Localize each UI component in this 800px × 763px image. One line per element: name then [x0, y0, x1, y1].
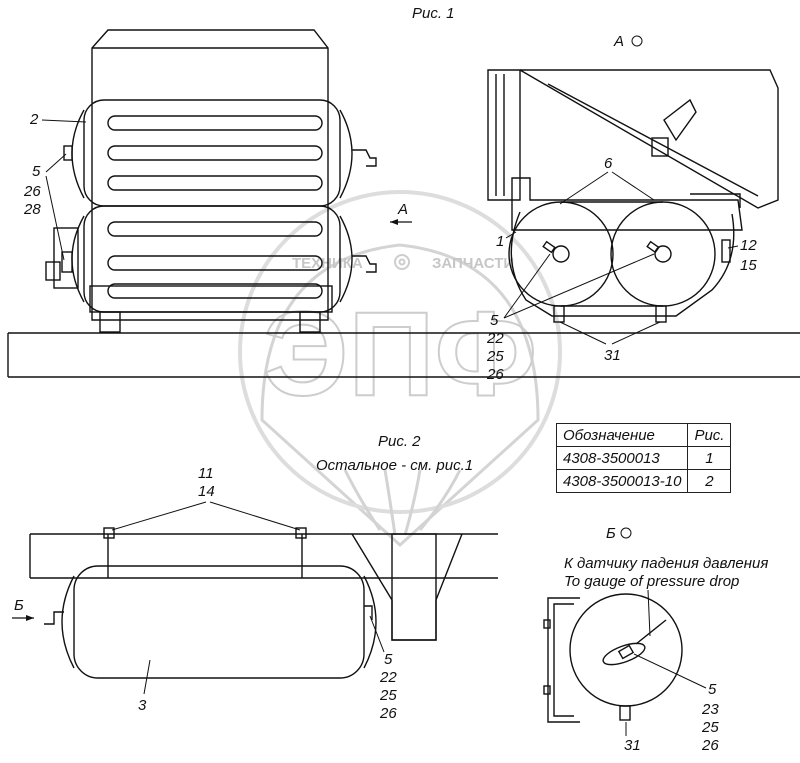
- figure1-caption: Рис. 1: [412, 5, 455, 22]
- callout-5-viewb: 5: [708, 681, 717, 698]
- callout-3: 3: [138, 697, 147, 714]
- view-b-title: Б: [606, 525, 632, 542]
- view-b-callouts: 5 23 25 26 31: [624, 589, 719, 754]
- callout-5: 5: [32, 163, 41, 180]
- callout-26b: 26: [486, 366, 504, 383]
- callout-22: 22: [486, 330, 504, 347]
- callout-6: 6: [604, 155, 613, 172]
- table-header-designation: Обозначение: [555, 423, 689, 447]
- callout-25-viewb: 25: [701, 719, 719, 736]
- callout-26-viewb: 26: [701, 737, 719, 754]
- view-a-arrow: А: [390, 201, 412, 225]
- table-cell-designation: 4308-3500013-10: [555, 469, 689, 493]
- figure2-callouts: 11 14 3 5 22 25 26: [111, 465, 397, 722]
- callout-31-viewb: 31: [624, 737, 641, 754]
- callout-2: 2: [29, 111, 39, 128]
- table-header-row: Обозначение Рис.: [555, 423, 732, 447]
- view-a-circle-icon: [631, 35, 643, 47]
- callout-23-viewb: 23: [701, 701, 719, 718]
- figure1-left-callouts: 2 5 26 28: [23, 111, 87, 261]
- callout-5b: 5: [490, 312, 499, 329]
- view-a-label: А: [613, 33, 624, 50]
- callout-22-fig2: 22: [379, 669, 397, 686]
- view-b-label: Б: [606, 525, 616, 542]
- figure1-right-callouts: 6 1 12 15 5 22 25 26 31: [486, 155, 757, 383]
- callout-5-fig2: 5: [384, 651, 393, 668]
- watermark-right-text: ЗАПЧАСТИ: [432, 255, 514, 272]
- watermark-gear-icon: [394, 254, 410, 270]
- callout-11: 11: [198, 465, 214, 482]
- table-cell-figure: 1: [687, 446, 732, 470]
- callout-28: 28: [23, 201, 41, 218]
- figure1-front-view: [7, 29, 800, 378]
- watermark-wheat-icon: [343, 469, 462, 536]
- designation-table: Обозначение Рис. 4308-3500013 1 4308-350…: [555, 423, 732, 493]
- table-row: 4308-3500013 1: [555, 446, 732, 470]
- callout-15: 15: [740, 257, 757, 274]
- view-b-note-en: To gauge of pressure drop: [564, 573, 739, 590]
- table-cell-figure: 2: [687, 469, 732, 493]
- view-a-title: А: [613, 33, 643, 50]
- view-b-circle-icon: [620, 527, 632, 539]
- arrow-b-label: Б: [14, 597, 24, 614]
- callout-12: 12: [740, 237, 757, 254]
- table-cell-designation: 4308-3500013: [555, 446, 689, 470]
- figure2-view: [29, 527, 498, 679]
- callout-31: 31: [604, 347, 621, 364]
- table-row: 4308-3500013-10 2: [555, 469, 732, 493]
- arrow-a-label: А: [397, 201, 408, 218]
- view-b-drawing: [543, 593, 683, 723]
- figure2-note: Остальное - см. рис.1: [316, 457, 473, 474]
- callout-14: 14: [198, 483, 215, 500]
- table-header-figure: Рис.: [687, 423, 732, 447]
- callout-1: 1: [496, 233, 504, 250]
- watermark-logo: ЭПФ: [263, 287, 537, 421]
- callout-26: 26: [23, 183, 41, 200]
- view-b-arrow: Б: [12, 597, 34, 621]
- view-b-note-ru: К датчику падения давления: [564, 555, 768, 572]
- callout-25: 25: [486, 348, 504, 365]
- watermark-emblem: ЭПФ ТЕХНИКА ЗАПЧАСТИ: [238, 190, 562, 548]
- figure2-caption: Рис. 2: [378, 433, 421, 450]
- callout-25-fig2: 25: [379, 687, 397, 704]
- callout-26-fig2: 26: [379, 705, 397, 722]
- figure1-side-view: [487, 69, 779, 323]
